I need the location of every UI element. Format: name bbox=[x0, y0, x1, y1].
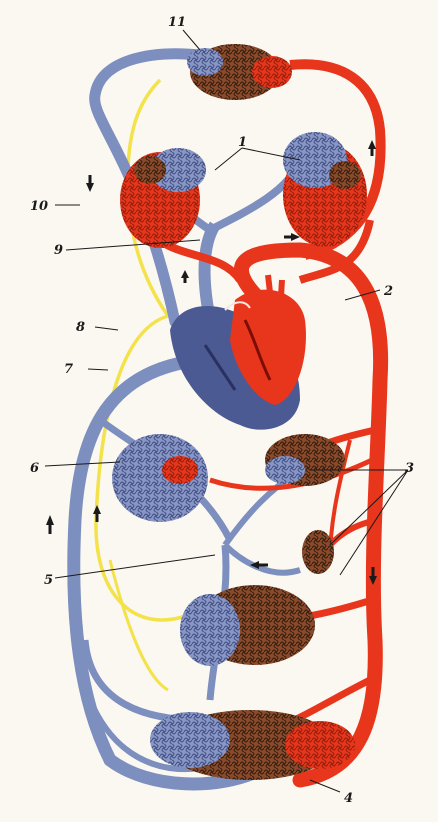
label-5: 5 bbox=[44, 573, 53, 588]
label-4: 4 bbox=[344, 791, 353, 806]
heart bbox=[170, 275, 306, 430]
label-8: 8 bbox=[76, 320, 85, 335]
label-7: 7 bbox=[64, 362, 73, 377]
label-2: 2 bbox=[383, 284, 393, 299]
label-3: 3 bbox=[405, 461, 414, 476]
label-9: 9 bbox=[54, 243, 63, 258]
arrow-up-icon bbox=[368, 140, 376, 149]
spleen-capillary-bed bbox=[302, 530, 334, 574]
arrow-up-icon bbox=[181, 270, 189, 278]
arrow-down-icon bbox=[86, 183, 94, 192]
arrow-up-icon bbox=[93, 505, 101, 514]
label-10: 10 bbox=[30, 199, 48, 214]
arrow-up-icon bbox=[46, 515, 54, 525]
label-11: 11 bbox=[168, 15, 186, 30]
label-6: 6 bbox=[30, 461, 39, 476]
label-1: 1 bbox=[238, 135, 247, 150]
